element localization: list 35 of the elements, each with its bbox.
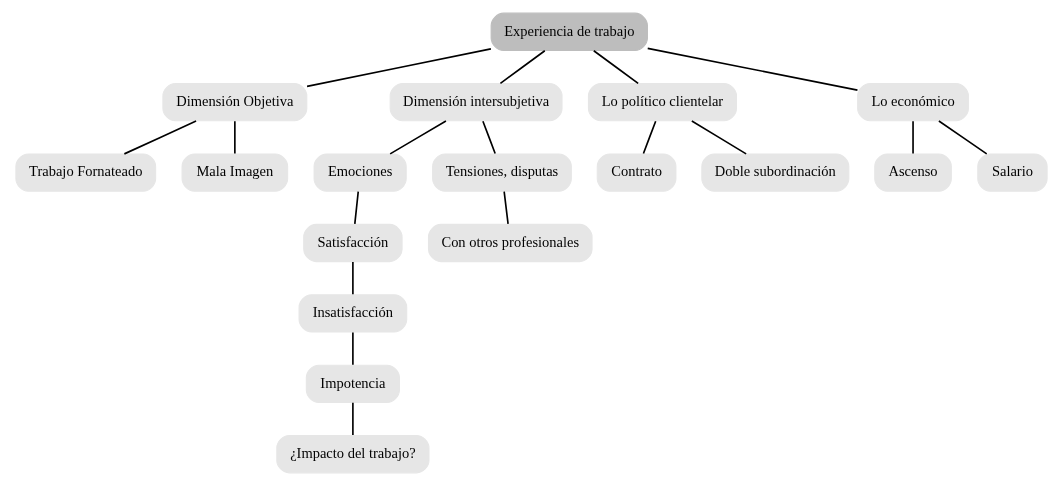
connector: [646, 47, 859, 91]
node-box: Dimensión Objetiva: [162, 82, 308, 121]
node-box: Doble subordinación: [701, 152, 850, 192]
connector: [482, 119, 496, 154]
node-box: Salario: [977, 152, 1048, 192]
node-box: ¿Impacto del trabajo?: [276, 434, 430, 473]
connector: [352, 401, 354, 436]
connector: [234, 119, 236, 154]
node-box: Con otros profesionales: [427, 223, 593, 262]
node-box: Dimensión intersubjetiva: [389, 82, 563, 121]
connector: [592, 49, 639, 84]
connector: [354, 190, 360, 225]
connector: [352, 331, 354, 366]
node-box: Ascenso: [874, 152, 952, 192]
node-box: Satisfacción: [303, 223, 403, 262]
connector: [352, 260, 354, 295]
node-box: Impotencia: [305, 364, 400, 403]
connector: [123, 119, 197, 155]
connector: [938, 119, 988, 155]
node-box: Lo económico: [857, 82, 969, 121]
node-box: Trabajo Fornateado: [15, 152, 157, 192]
node-box: Emociones: [313, 152, 407, 192]
node-box: Tensiones, disputas: [432, 152, 572, 192]
connector: [499, 49, 546, 84]
connector: [691, 119, 747, 155]
connector: [642, 119, 657, 154]
connector: [912, 119, 914, 154]
node-box: Contrato: [596, 152, 677, 192]
node-box: Mala Imagen: [181, 152, 289, 192]
node-box: Lo político clientelar: [587, 82, 738, 121]
connector: [503, 190, 509, 225]
node-box: Insatisfacción: [298, 293, 408, 333]
connector: [389, 119, 447, 155]
connector: [306, 47, 492, 87]
node-box: Experiencia de trabajo: [490, 12, 648, 51]
